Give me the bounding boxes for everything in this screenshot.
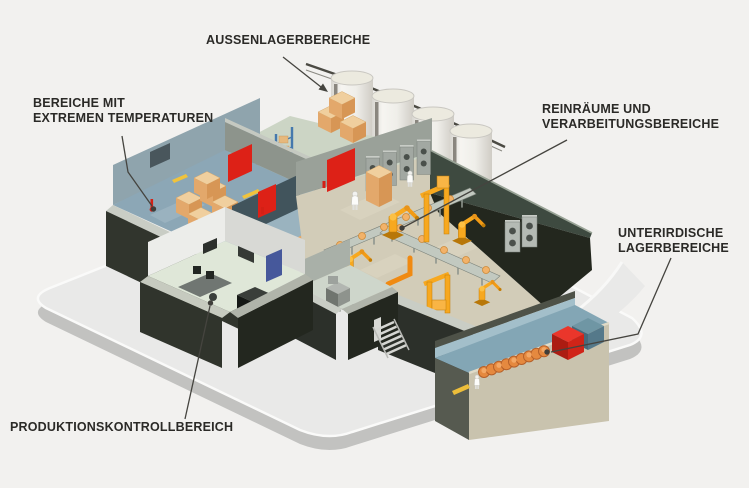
trench-floor xyxy=(435,305,609,373)
orange-pipe xyxy=(385,255,413,287)
label-text: VERARBEITUNGSBEREICHE xyxy=(542,117,720,131)
label-text: EXTREMEN TEMPERATUREN xyxy=(33,111,214,125)
pallet-jack xyxy=(172,174,188,183)
label-outdoor-storage-areas: AUSSENLAGERBEREICHE xyxy=(206,33,370,48)
control-room-back-wall xyxy=(148,207,225,276)
trench-end-wall xyxy=(435,358,469,440)
leader-production-control xyxy=(184,300,214,420)
label-underground-storage-areas: UNTERIRDISCHE LAGERBEREICHE xyxy=(618,226,729,256)
label-production-control-area: PRODUKTIONSKONTROLLBEREICH xyxy=(10,420,233,435)
label-text: LAGERBEREICHE xyxy=(618,241,729,255)
control-desk xyxy=(178,266,232,301)
gantry-robot xyxy=(420,175,450,243)
platform-edge xyxy=(505,262,645,352)
blue-door xyxy=(266,249,282,282)
underground-trench xyxy=(435,291,610,440)
leader-lines xyxy=(121,56,672,420)
red-rollup-door xyxy=(228,144,252,182)
wall-monitor xyxy=(238,246,254,263)
control-room-floor xyxy=(148,241,305,312)
pallet-jack xyxy=(242,189,260,199)
label-text: UNTERIRDISCHE xyxy=(618,226,724,240)
label-text: REINRÄUME UND xyxy=(542,102,651,116)
label-text: BEREICHE MIT xyxy=(33,96,125,110)
hall-right-wall xyxy=(430,150,592,238)
label-extreme-temperature-areas: BEREICHE MIT EXTREMEN TEMPERATUREN xyxy=(33,96,213,126)
label-cleanrooms-processing-areas: REINRÄUME UND VERARBEITUNGSBEREICHE xyxy=(542,102,719,132)
label-text: PRODUKTIONSKONTROLLBEREICH xyxy=(10,420,234,434)
leader-cleanrooms xyxy=(399,139,568,231)
leader-outdoor-storage xyxy=(282,56,328,92)
gantry-robot xyxy=(423,271,451,321)
fire-extinguisher xyxy=(322,181,326,188)
pallet-jack xyxy=(452,384,470,395)
label-text: AUSSENLAGERBEREICHE xyxy=(206,33,371,47)
leader-extreme-temperature xyxy=(121,135,157,212)
red-rollup-door xyxy=(327,148,355,192)
control-room-side-wall xyxy=(225,207,305,274)
leader-underground xyxy=(544,257,672,355)
staircase xyxy=(372,317,410,359)
grey-machine xyxy=(326,276,350,307)
arrowhead xyxy=(318,83,328,92)
wall-monitor xyxy=(203,238,217,254)
fire-extinguisher xyxy=(261,207,264,214)
cold-room-back-wall xyxy=(113,98,260,205)
cold-room-window xyxy=(150,143,170,168)
